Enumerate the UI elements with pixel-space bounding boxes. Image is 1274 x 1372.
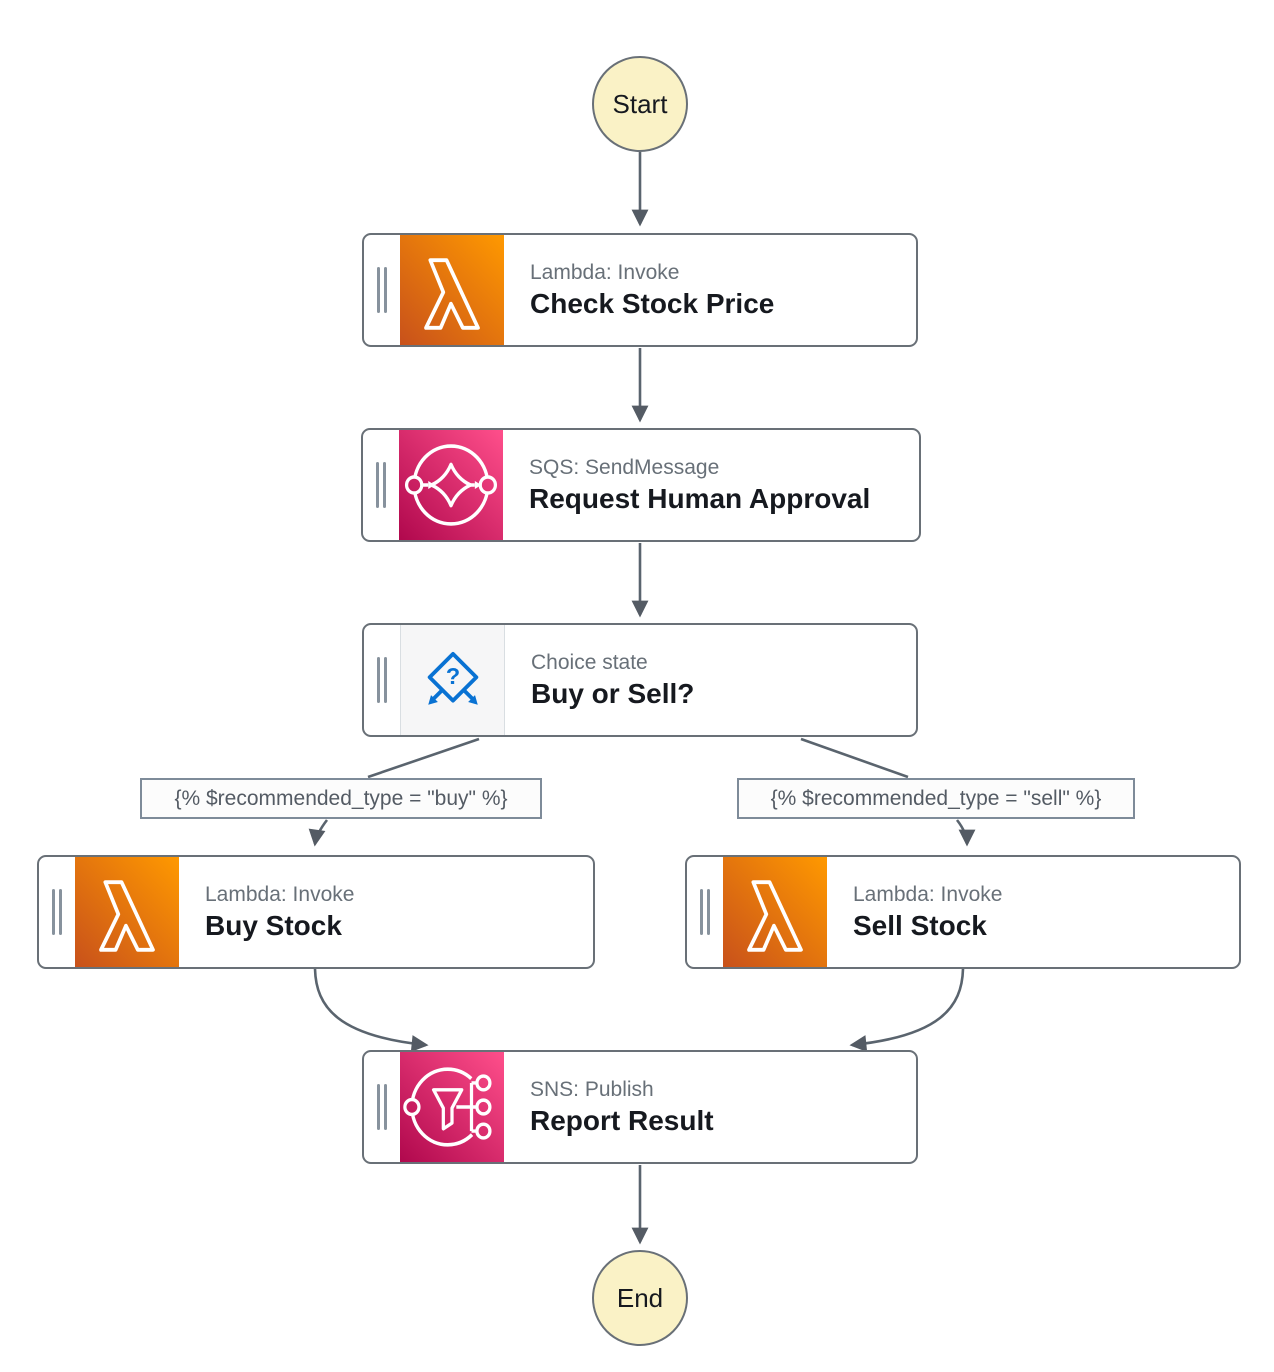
state-service-label: Lambda: Invoke [530,260,680,284]
state-name-label: Report Result [530,1104,714,1136]
edge-sell-condition-to-sell-stock [955,819,976,847]
edge-buy-stock-to-report-result [313,968,429,1052]
lambda-icon [723,857,827,967]
state-name-label: Sell Stock [853,909,987,941]
state-name-label: Buy or Sell? [531,677,695,709]
state-service-label: Lambda: Invoke [853,882,1003,906]
drag-handle-icon[interactable] [363,430,399,540]
start-node: Start [592,56,688,152]
sns-icon [400,1052,504,1162]
state-service-label: Lambda: Invoke [205,882,355,906]
state-node-sell-stock[interactable]: Lambda: Invoke Sell Stock [685,855,1241,969]
drag-handle-icon[interactable] [364,235,400,345]
edge-buy-condition-to-buy-stock [308,819,329,847]
state-node-buy-stock[interactable]: Lambda: Invoke Buy Stock [37,855,595,969]
lambda-icon [75,857,179,967]
choice-icon: ? [400,625,505,735]
drag-handle-icon[interactable] [364,625,400,735]
state-service-label: Choice state [531,650,648,674]
state-name-label: Check Stock Price [530,287,775,319]
state-name-label: Request Human Approval [529,482,871,514]
end-node: End [592,1250,688,1346]
svg-text:?: ? [445,663,459,689]
state-node-check-stock-price[interactable]: Lambda: Invoke Check Stock Price [362,233,918,347]
edge-sell-stock-to-report-result [849,968,965,1052]
edge-choice-to-buy-condition [367,737,480,779]
condition-label-sell: {% $recommended_type = "sell" %} [737,778,1135,819]
sqs-icon [399,430,503,540]
drag-handle-icon[interactable] [687,857,723,967]
end-label: End [616,1282,664,1313]
state-node-buy-or-sell[interactable]: ? Choice state Buy or Sell? [362,623,918,737]
drag-handle-icon[interactable] [364,1052,400,1162]
start-label: Start [612,88,668,119]
state-service-label: SQS: SendMessage [529,455,720,479]
state-service-label: SNS: Publish [530,1077,654,1101]
state-node-report-result[interactable]: SNS: Publish Report Result [362,1050,918,1164]
drag-handle-icon[interactable] [39,857,75,967]
condition-label-buy: {% $recommended_type = "buy" %} [140,778,542,819]
edge-choice-to-sell-condition [800,737,909,779]
state-name-label: Buy Stock [205,909,342,941]
state-node-request-human-approval[interactable]: SQS: SendMessage Request Human Approval [361,428,921,542]
lambda-icon [400,235,504,345]
